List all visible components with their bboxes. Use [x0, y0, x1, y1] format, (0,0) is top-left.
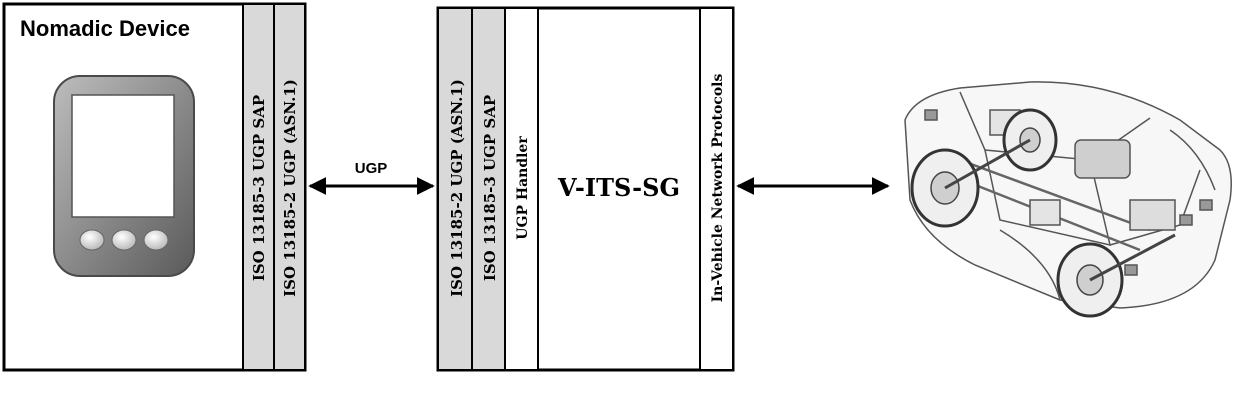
gw-layer-ugp-handler-label: UGP Handler: [515, 136, 531, 240]
gw-layer-ugp-handler: [504, 7, 539, 371]
gw-layer-in-vehicle: [699, 7, 734, 371]
mobile-device-icon: [53, 75, 195, 277]
ugp-link-label: UGP: [355, 160, 388, 177]
nomadic-device-title: Nomadic Device: [20, 16, 190, 41]
gw-layer-in-vehicle-label: In-Vehicle Network Protocols: [710, 74, 726, 303]
nd-layer-ugp-sap-label: ISO 13185-3 UGP SAP: [250, 95, 268, 281]
gw-layer-ugp-sap-label: ISO 13185-3 UGP SAP: [481, 95, 499, 281]
gw-layer-ugp-sap: [471, 7, 506, 371]
vehicle-car-icon: [904, 81, 1232, 318]
nd-layer-ugp-sap: [242, 3, 275, 371]
nd-layer-ugp-asn1-label: ISO 13185-2 UGP (ASN.1): [281, 79, 299, 297]
gateway-title: V-ITS-SG: [557, 173, 680, 202]
gw-layer-ugp-asn1-label: ISO 13185-2 UGP (ASN.1): [448, 79, 466, 297]
nd-layer-ugp-asn1: [273, 3, 306, 371]
